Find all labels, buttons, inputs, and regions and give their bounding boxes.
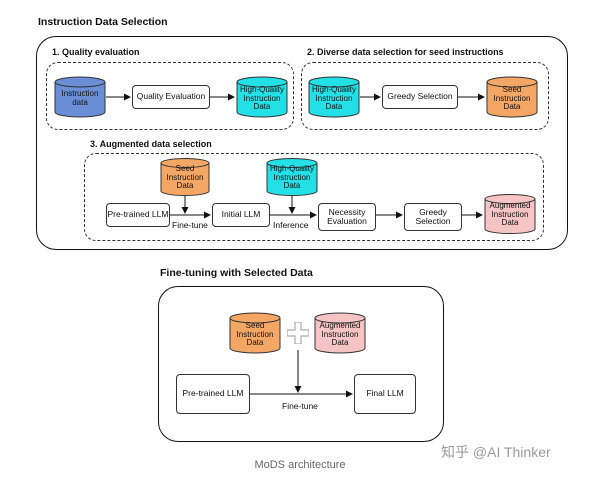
database-icon bbox=[160, 158, 210, 196]
finetune-label-ft: Fine-tune bbox=[282, 401, 318, 411]
high-quality-input-cylinder: High-Quality Instruction Data bbox=[308, 76, 360, 118]
augmented-selection-section bbox=[84, 153, 544, 241]
augmented-data-cylinder: Augmented Instruction Data bbox=[484, 194, 536, 234]
quality-evaluation-section bbox=[46, 62, 294, 130]
database-icon bbox=[486, 76, 538, 118]
pretrained-llm-box: Pre-trained LLM bbox=[106, 203, 170, 227]
augmented-data-cylinder-ft: Augmented Instruction Data bbox=[314, 312, 366, 354]
greedy-selection-box-s3: Greedy Selection bbox=[404, 203, 462, 231]
seed-data-ft-label: Seed Instruction Data bbox=[236, 320, 274, 348]
greedy-selection-box: Greedy Selection bbox=[382, 85, 458, 109]
selection-frame bbox=[36, 36, 568, 250]
database-icon bbox=[236, 76, 288, 118]
seed-data-cylinder: Seed Instruction Data bbox=[486, 76, 538, 118]
finetune-label: Fine-tune bbox=[172, 220, 208, 230]
high-quality-data-s3-label: High-Quality Instruction Data bbox=[269, 163, 314, 191]
augmented-data-label: Augmented Instruction Data bbox=[489, 200, 531, 228]
necessity-evaluation-box: Necessity Evaluation bbox=[318, 203, 376, 231]
augmented-data-ft-label: Augmented Instruction Data bbox=[319, 320, 361, 348]
initial-llm-box: Initial LLM bbox=[212, 203, 270, 227]
instruction-data-label: Instruction data bbox=[61, 89, 99, 107]
high-quality-data-cylinder: High-Quality Instruction Data bbox=[236, 76, 288, 118]
finetuning-title: Fine-tuning with Selected Data bbox=[160, 267, 313, 279]
finetuning-frame bbox=[158, 286, 444, 442]
diverse-selection-section bbox=[301, 62, 549, 130]
final-llm-box: Final LLM bbox=[354, 374, 416, 414]
seed-data-cylinder-s3: Seed Instruction Data bbox=[160, 158, 210, 196]
inference-label: Inference bbox=[273, 220, 309, 230]
seed-data-cylinder-ft: Seed Instruction Data bbox=[229, 312, 281, 354]
instruction-data-cylinder: Instruction data bbox=[54, 76, 106, 118]
database-icon bbox=[484, 194, 536, 234]
high-quality-input-label: High-Quality Instruction Data bbox=[311, 84, 356, 112]
seed-data-label: Seed Instruction Data bbox=[493, 84, 531, 112]
database-icon bbox=[314, 312, 366, 354]
figure-caption: MoDS architecture bbox=[254, 459, 346, 471]
database-icon bbox=[54, 76, 106, 118]
diagram-title: Instruction Data Selection bbox=[38, 16, 168, 28]
augmented-section-heading: 3. Augmented data selection bbox=[90, 139, 212, 149]
database-icon bbox=[266, 158, 318, 196]
plus-icon bbox=[287, 322, 309, 344]
seed-data-s3-label: Seed Instruction Data bbox=[166, 163, 204, 191]
quality-evaluation-box: Quality Evaluation bbox=[132, 85, 210, 109]
database-icon bbox=[229, 312, 281, 354]
quality-section-heading: 1. Quality evaluation bbox=[52, 47, 140, 57]
high-quality-data-label: High-Quality Instruction Data bbox=[239, 84, 284, 112]
database-icon bbox=[308, 76, 360, 118]
watermark: 知乎 @AI Thinker bbox=[441, 444, 551, 460]
diverse-section-heading: 2. Diverse data selection for seed instr… bbox=[307, 47, 504, 57]
high-quality-data-cylinder-s3: High-Quality Instruction Data bbox=[266, 158, 318, 196]
pretrained-llm-box-ft: Pre-trained LLM bbox=[176, 374, 250, 414]
